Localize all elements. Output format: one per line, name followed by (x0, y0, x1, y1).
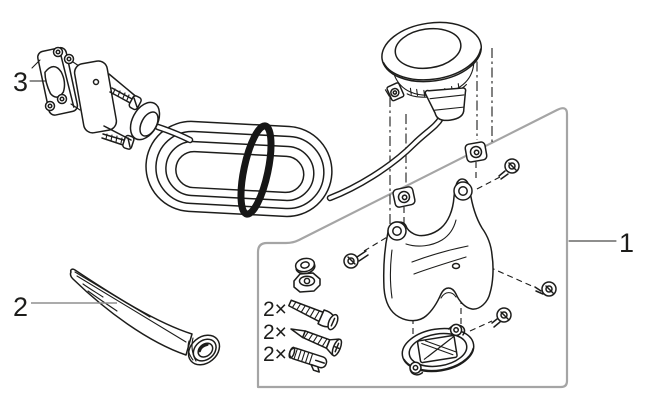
plug-screw-bottom (101, 133, 135, 150)
pan-head-screw-top (498, 158, 520, 180)
connector-pins (44, 46, 75, 112)
machine-screw (288, 299, 339, 331)
callout-3: 3 (13, 67, 47, 97)
washer (294, 257, 316, 275)
callout-1: 1 (568, 228, 634, 258)
pan-head-screw-right (534, 281, 557, 297)
wood-screw (290, 328, 343, 357)
spotlight-head (381, 21, 483, 122)
hex-nut (293, 272, 321, 293)
callout-1-label: 1 (619, 228, 634, 258)
cable-plug-segment (154, 123, 194, 144)
cable-lamp-segment (326, 114, 445, 202)
alignment-centerlines (363, 42, 535, 336)
pan-head-screw-left (343, 250, 369, 269)
lamp-clip (384, 82, 405, 102)
plug-screw-top (109, 87, 142, 111)
pan-head-screw-bottom (491, 307, 512, 328)
square-nut-lower (392, 186, 416, 208)
mounting-bracket (383, 178, 494, 322)
stake-collar (187, 334, 221, 366)
qty-wall-plugs: 2× (263, 343, 287, 366)
ground-stake (69, 268, 221, 366)
base-plate (401, 323, 475, 376)
wall-plug (288, 346, 328, 373)
callout-2: 2 (13, 292, 117, 322)
qty-wood-screws: 2× (263, 321, 287, 344)
square-nut-upper (464, 141, 488, 163)
callout-2-label: 2 (13, 292, 28, 322)
callout-3-label: 3 (13, 67, 28, 97)
kit-box-outline (256, 107, 569, 389)
qty-machine-screws: 2× (263, 298, 287, 321)
connector-plug (31, 46, 161, 150)
cable-tie (237, 122, 275, 218)
